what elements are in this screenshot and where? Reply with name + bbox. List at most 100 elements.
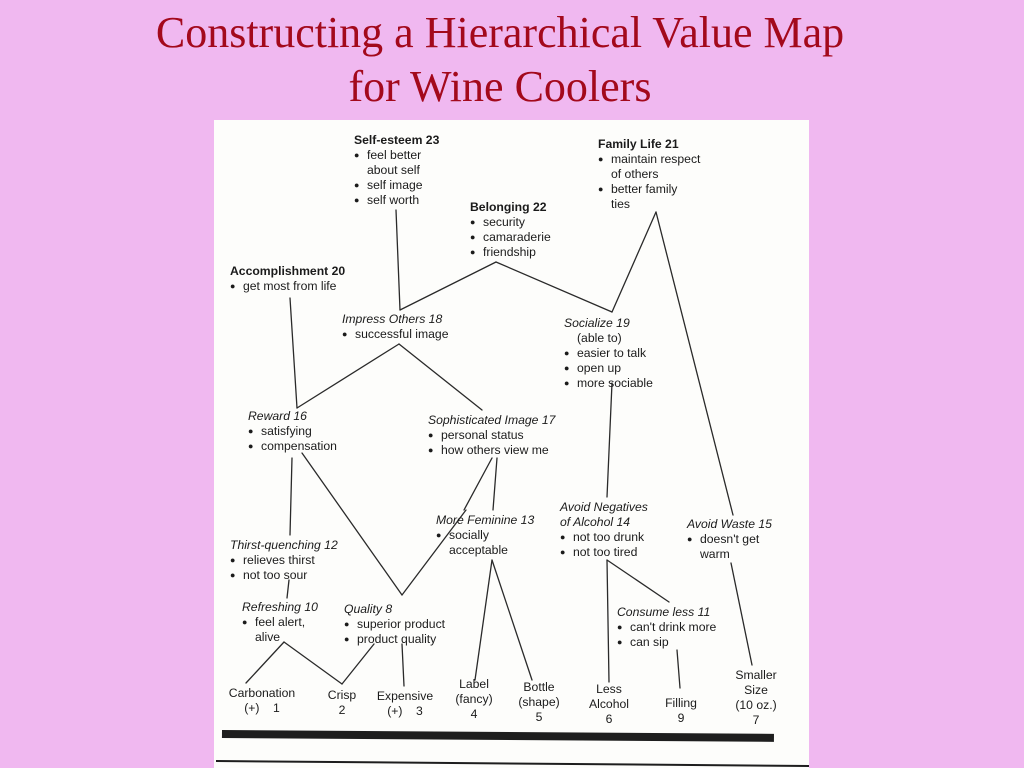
link-quality-feminine bbox=[401, 509, 467, 596]
value-map-diagram: Self-esteem 23 feel better about self se… bbox=[214, 120, 809, 768]
attribute-label: Carbonation bbox=[228, 686, 296, 700]
link-reward-thirst bbox=[289, 457, 293, 536]
node-item: camaraderie bbox=[470, 230, 551, 245]
node-avoid-negatives: Avoid Negatives of Alcohol 14 not too dr… bbox=[560, 500, 648, 560]
node-title: Avoid Waste 15 bbox=[687, 517, 772, 531]
node-item: security bbox=[470, 215, 551, 230]
attribute-label: Expensive bbox=[376, 689, 434, 703]
node-item: not too drunk bbox=[560, 530, 648, 545]
node-item: maintain respect bbox=[598, 152, 700, 167]
attribute-label: (fancy) bbox=[455, 692, 493, 706]
attribute-bottle-shape: Bottle (shape) 5 bbox=[511, 680, 567, 725]
node-item: open up bbox=[564, 361, 653, 376]
link-reward-impress bbox=[296, 343, 400, 409]
node-refreshing: Refreshing 10 feel alert, alive bbox=[242, 600, 318, 645]
node-accomplishment: Accomplishment 20 get most from life bbox=[230, 264, 345, 294]
attribute-number: 5 bbox=[535, 710, 543, 724]
node-impress-others: Impress Others 18 successful image bbox=[342, 312, 448, 342]
node-thirst-quenching: Thirst-quenching 12 relieves thirst not … bbox=[230, 538, 338, 583]
attribute-label-fancy: Label (fancy) 4 bbox=[448, 677, 500, 722]
attribute-label: Alcohol bbox=[589, 697, 629, 711]
attribute-number: (+) 1 bbox=[244, 701, 280, 715]
link-feminine-label bbox=[474, 559, 493, 681]
node-item: socially bbox=[436, 528, 534, 543]
node-title: Quality 8 bbox=[344, 602, 393, 616]
node-title: Refreshing 10 bbox=[242, 600, 318, 614]
node-item: not too sour bbox=[230, 568, 338, 583]
title-line-1: Constructing a Hierarchical Value Map bbox=[155, 8, 845, 57]
attribute-smaller-size: Smaller Size (10 oz.) 7 bbox=[724, 668, 788, 728]
node-item: friendship bbox=[470, 245, 551, 260]
attribute-filling: Filling 9 bbox=[654, 696, 708, 726]
attribute-less-alcohol: Less Alcohol 6 bbox=[580, 682, 638, 727]
node-item: personal status bbox=[428, 428, 555, 443]
attribute-number: 2 bbox=[338, 703, 346, 717]
attribute-crisp: Crisp 2 bbox=[320, 688, 364, 718]
bottom-rule-thick bbox=[221, 730, 774, 742]
node-subtitle: (able to) bbox=[577, 331, 622, 345]
node-title: Belonging 22 bbox=[470, 200, 547, 214]
node-item: relieves thirst bbox=[230, 553, 338, 568]
attribute-label: Less bbox=[596, 682, 622, 696]
node-quality: Quality 8 superior product product quali… bbox=[344, 602, 445, 647]
node-belonging: Belonging 22 security camaraderie friend… bbox=[470, 200, 551, 260]
attribute-label: Size bbox=[744, 683, 768, 697]
node-title: Family Life 21 bbox=[598, 137, 679, 151]
attribute-number: 6 bbox=[605, 712, 613, 726]
node-title: Self-esteem 23 bbox=[354, 133, 440, 147]
node-socialize: Socialize 19 (able to) easier to talk op… bbox=[564, 316, 653, 391]
link-feminine-bottle bbox=[491, 559, 533, 681]
attribute-carbonation: Carbonation (+) 1 bbox=[222, 686, 302, 716]
node-item: more sociable bbox=[564, 376, 653, 391]
node-item: acceptable bbox=[449, 543, 508, 557]
attribute-number: 4 bbox=[470, 707, 478, 721]
node-item: easier to talk bbox=[564, 346, 653, 361]
link-consumeless-filling bbox=[676, 649, 681, 689]
link-reward-quality bbox=[301, 452, 403, 596]
link-socialize-avoidneg bbox=[606, 382, 613, 498]
node-item: successful image bbox=[342, 327, 448, 342]
link-sophisticated-feminine-2 bbox=[492, 457, 498, 511]
node-item: can't drink more bbox=[617, 620, 716, 635]
link-refreshing-crisp bbox=[283, 641, 343, 685]
attribute-number: 9 bbox=[677, 711, 685, 725]
node-item: of others bbox=[611, 167, 659, 181]
attribute-label: Bottle bbox=[523, 680, 555, 694]
link-quality-crisp bbox=[341, 643, 375, 685]
node-item: satisfying bbox=[248, 424, 337, 439]
node-item: feel alert, bbox=[242, 615, 318, 630]
link-refreshing-carbonation bbox=[245, 641, 285, 684]
link-impress-sophisticated bbox=[398, 343, 483, 411]
node-avoid-waste: Avoid Waste 15 doesn't get warm bbox=[687, 517, 772, 562]
attribute-label: Crisp bbox=[327, 688, 357, 702]
node-title: Avoid Negatives bbox=[560, 500, 648, 514]
link-socialize-family bbox=[611, 211, 657, 313]
link-thirst-refreshing bbox=[286, 579, 290, 599]
node-item: better family bbox=[598, 182, 700, 197]
attribute-label: (10 oz.) bbox=[735, 698, 777, 712]
node-item: ties bbox=[611, 197, 630, 211]
link-quality-expensive bbox=[401, 643, 405, 687]
node-title: Accomplishment 20 bbox=[230, 264, 346, 278]
node-title: Sophisticated Image 17 bbox=[428, 413, 556, 427]
node-item: alive bbox=[255, 630, 281, 644]
link-sophisticated-feminine-1 bbox=[463, 457, 493, 511]
link-avoidneg-consumeless bbox=[606, 559, 670, 603]
node-title: Consume less 11 bbox=[617, 605, 711, 619]
link-accomplishment-reward bbox=[289, 297, 298, 409]
attribute-label: (shape) bbox=[518, 695, 560, 709]
node-item: get most from life bbox=[230, 279, 345, 294]
connector-lines bbox=[215, 209, 809, 767]
attribute-number: 7 bbox=[752, 713, 760, 727]
node-self-esteem: Self-esteem 23 feel better about self se… bbox=[354, 133, 439, 208]
node-item: superior product bbox=[344, 617, 445, 632]
node-item: doesn't get bbox=[687, 532, 772, 547]
node-item: can sip bbox=[617, 635, 716, 650]
node-item: compensation bbox=[248, 439, 337, 454]
node-sophisticated-image: Sophisticated Image 17 personal status h… bbox=[428, 413, 555, 458]
slide-title: Constructing a Hierarchical Value Map fo… bbox=[0, 6, 1000, 114]
attribute-expensive: Expensive (+) 3 bbox=[370, 689, 440, 719]
attribute-label: Smaller bbox=[735, 668, 777, 682]
link-avoidneg-lessalcohol bbox=[606, 559, 610, 683]
node-item: product quality bbox=[344, 632, 445, 647]
